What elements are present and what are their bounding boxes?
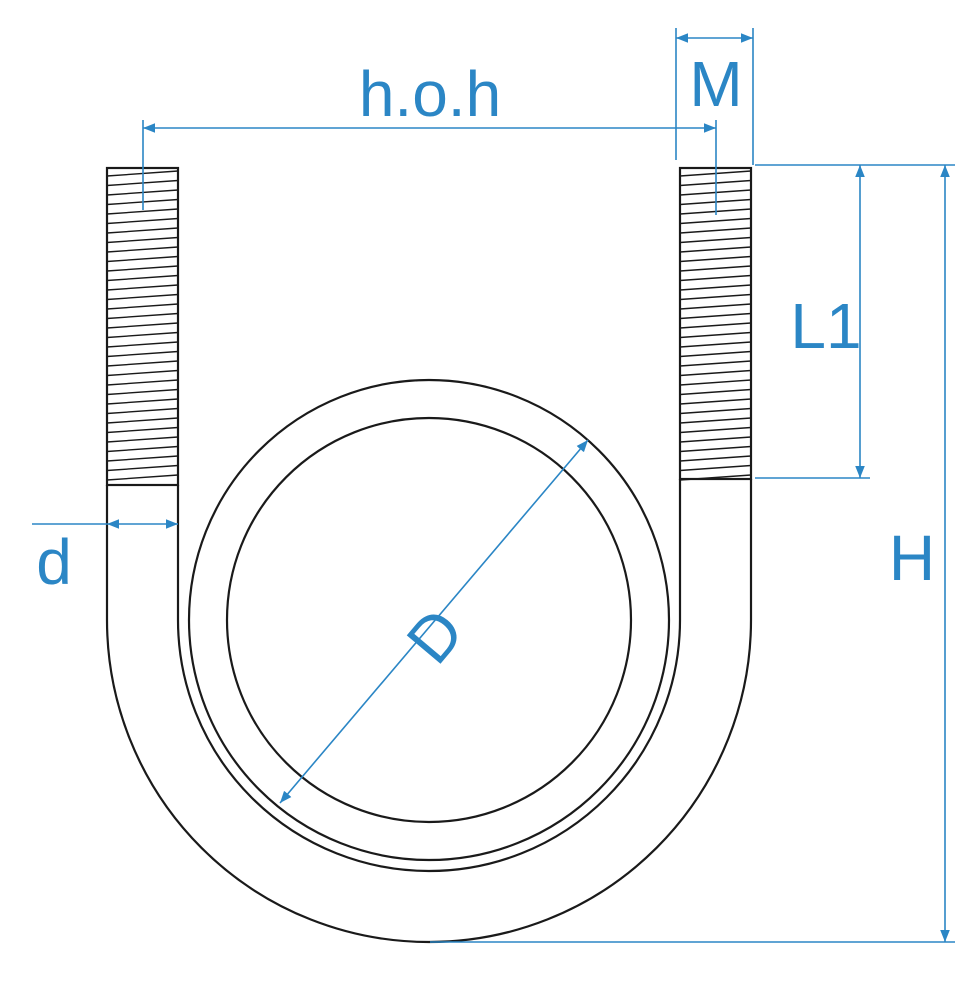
pipe-inner-circle <box>225 416 633 824</box>
thread-line <box>106 331 179 339</box>
thread-line <box>106 369 179 377</box>
thread-line <box>106 350 179 358</box>
pipe-outer-circle <box>187 378 671 862</box>
u-bolt-body <box>105 479 753 944</box>
thread-line <box>679 217 752 225</box>
l1-dimension: L1 <box>755 164 870 479</box>
m-dimension: M <box>675 28 754 165</box>
diameter-dimension: D <box>279 439 589 804</box>
thread-line <box>106 217 179 225</box>
thread-line <box>106 417 179 424</box>
thread-line <box>679 284 752 291</box>
thread-line <box>106 341 179 348</box>
thread-line <box>679 322 752 329</box>
l1-label: L1 <box>790 290 861 362</box>
thread-line <box>679 341 752 348</box>
left-thread <box>105 166 180 487</box>
thread-line <box>679 398 752 405</box>
thread-line <box>106 474 179 481</box>
thread-line <box>679 464 752 472</box>
thread-line <box>679 255 752 263</box>
thread-line <box>106 274 179 282</box>
thread-line <box>106 388 179 396</box>
thread-line <box>106 293 179 301</box>
thread-line <box>106 407 179 415</box>
thread-line <box>679 426 752 434</box>
hoh-dimension: h.o.h <box>142 58 717 215</box>
thread-line <box>106 426 179 434</box>
thread-line <box>106 464 179 472</box>
h-label: H <box>889 522 935 594</box>
thread-line <box>106 360 179 367</box>
d-label: d <box>36 526 72 598</box>
d-dimension: d <box>32 519 178 598</box>
thread-line <box>679 445 752 453</box>
thread-line <box>679 407 752 415</box>
thread-line <box>679 293 752 301</box>
thread-line <box>106 227 179 234</box>
thread-line <box>106 398 179 405</box>
thread-line <box>679 360 752 367</box>
thread-line <box>106 322 179 329</box>
thread-line <box>679 455 752 462</box>
thread-line <box>106 455 179 462</box>
thread-line <box>106 208 179 215</box>
thread-line <box>106 312 179 320</box>
thread-line <box>106 265 179 272</box>
thread-line <box>106 303 179 310</box>
thread-line <box>106 379 179 386</box>
thread-line <box>679 379 752 386</box>
thread-line <box>679 369 752 377</box>
thread-line <box>679 265 752 272</box>
thread-line <box>679 236 752 244</box>
diameter-label: D <box>393 595 478 677</box>
thread-line <box>679 312 752 320</box>
thread-line <box>679 417 752 424</box>
thread-line <box>679 331 752 339</box>
thread-line <box>106 236 179 244</box>
thread-line <box>679 436 752 443</box>
thread-line <box>679 274 752 282</box>
thread-line <box>679 303 752 310</box>
hoh-label: h.o.h <box>359 58 501 130</box>
thread-line <box>106 436 179 443</box>
thread-line <box>679 246 752 253</box>
thread-line <box>679 227 752 234</box>
thread-line <box>679 350 752 358</box>
h-dimension: H <box>430 164 955 943</box>
thread-line <box>106 445 179 453</box>
thread-line <box>679 388 752 396</box>
thread-line <box>106 255 179 263</box>
thread-line <box>106 284 179 291</box>
m-label: M <box>689 48 742 120</box>
thread-line <box>106 246 179 253</box>
